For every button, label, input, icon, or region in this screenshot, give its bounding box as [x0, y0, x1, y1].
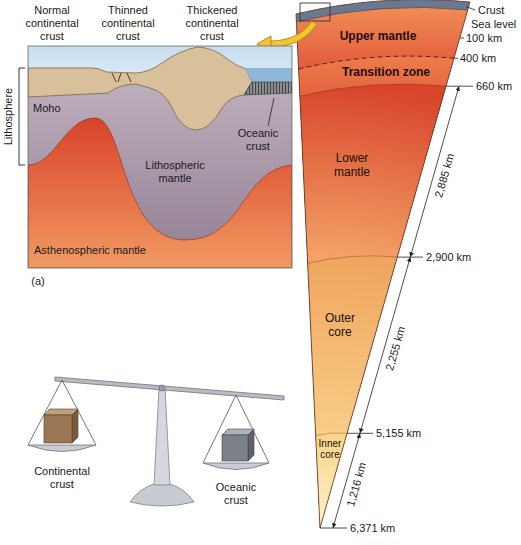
inset-section — [28, 46, 292, 268]
inset-frame — [28, 46, 292, 268]
layer-band: Inner core — [315, 438, 345, 460]
layer-label: Crust — [478, 4, 504, 17]
continental-cube — [44, 415, 72, 443]
layer-boundary — [316, 433, 347, 436]
layer-band: Asthenospheric mantle — [34, 244, 146, 257]
layer-name: Asthenospheric mantle — [34, 244, 146, 257]
bracket-label: Lithosphere — [3, 87, 16, 145]
scale-pan — [203, 463, 269, 470]
depth-tick — [460, 38, 464, 39]
oceanic-cube — [222, 435, 248, 461]
crust-label: Thinned continental crust — [96, 4, 160, 43]
layer-band: Lower mantle — [321, 151, 383, 179]
zoom-arrow — [270, 23, 314, 44]
oceanic-cube — [248, 429, 254, 461]
layer-name: Upper mantle — [340, 29, 417, 43]
depth-label: 400 km — [460, 52, 496, 65]
oceanic-crust — [244, 82, 292, 95]
pan-label: Oceanic crust — [206, 481, 266, 507]
depth-label: 660 km — [476, 80, 512, 93]
thickness-label: 2,255 km — [384, 324, 409, 371]
boundary-label: Moho — [33, 102, 61, 115]
zoom-box — [300, 3, 330, 21]
inner-core-band — [316, 433, 347, 528]
layer-boundary — [300, 84, 446, 96]
upper-mantle-band — [296, 7, 467, 528]
layer-name: Transition zone — [342, 65, 430, 79]
crust-band — [296, 0, 470, 528]
extension-line — [446, 86, 473, 87]
crust-label: Thickened continental crust — [180, 4, 244, 43]
depth-label: 2,900 km — [426, 251, 471, 264]
depth-tick — [455, 58, 459, 59]
lower-mantle-band — [300, 84, 446, 528]
panel-letter: (a) — [31, 275, 44, 288]
dimension-line — [410, 86, 459, 257]
scale-pan — [28, 445, 96, 452]
transition-zone-band — [299, 56, 454, 528]
layer-name: Outer core — [320, 311, 360, 339]
leader-line — [268, 98, 274, 126]
layer-name: Lithospheric mantle — [140, 159, 210, 185]
depth-label: Sea level — [471, 18, 516, 31]
scale-base — [130, 484, 194, 506]
depth-markers — [320, 7, 475, 529]
thickness-label: 2,885 km — [433, 151, 458, 198]
wedge-outline — [296, 0, 470, 528]
layer-name: Inner core — [315, 438, 345, 460]
ocean-water — [246, 68, 292, 82]
layer-band: Lithospheric mantle — [140, 159, 210, 185]
layer-name: Lower mantle — [321, 151, 383, 179]
outer-core-band — [308, 256, 398, 528]
leader-line — [466, 7, 475, 11]
crust-label: Normal continental crust — [21, 4, 83, 43]
layer-band: Transition zone — [342, 65, 430, 79]
depth-label: 6,371 km — [350, 522, 395, 535]
layer-band: Outer core — [320, 311, 360, 339]
scale-beam — [55, 377, 284, 400]
crust-boundary — [296, 7, 467, 21]
dimension-line — [360, 257, 410, 433]
pan-strings — [28, 380, 269, 463]
layer-band: Upper mantle — [340, 29, 417, 43]
depth-label: 5,155 km — [376, 427, 421, 440]
scale-pivot — [159, 385, 165, 391]
crust-label: Oceanic crust — [232, 127, 284, 153]
zoom-arrow — [270, 23, 314, 44]
layer-boundary — [308, 256, 398, 263]
thickness-label: 1,216 km — [345, 460, 370, 507]
depth-label: 100 km — [466, 32, 502, 45]
lithosphere-bracket — [19, 68, 25, 165]
scale-pole — [154, 388, 170, 485]
lithospheric-mantle-area — [28, 80, 292, 268]
continental-cube — [72, 409, 78, 443]
rift-faults — [112, 73, 131, 82]
earth-wedge — [296, 0, 470, 528]
continental-crust — [28, 47, 252, 130]
pan-label: Continental crust — [26, 465, 98, 491]
asthenosphere-area — [28, 118, 292, 268]
